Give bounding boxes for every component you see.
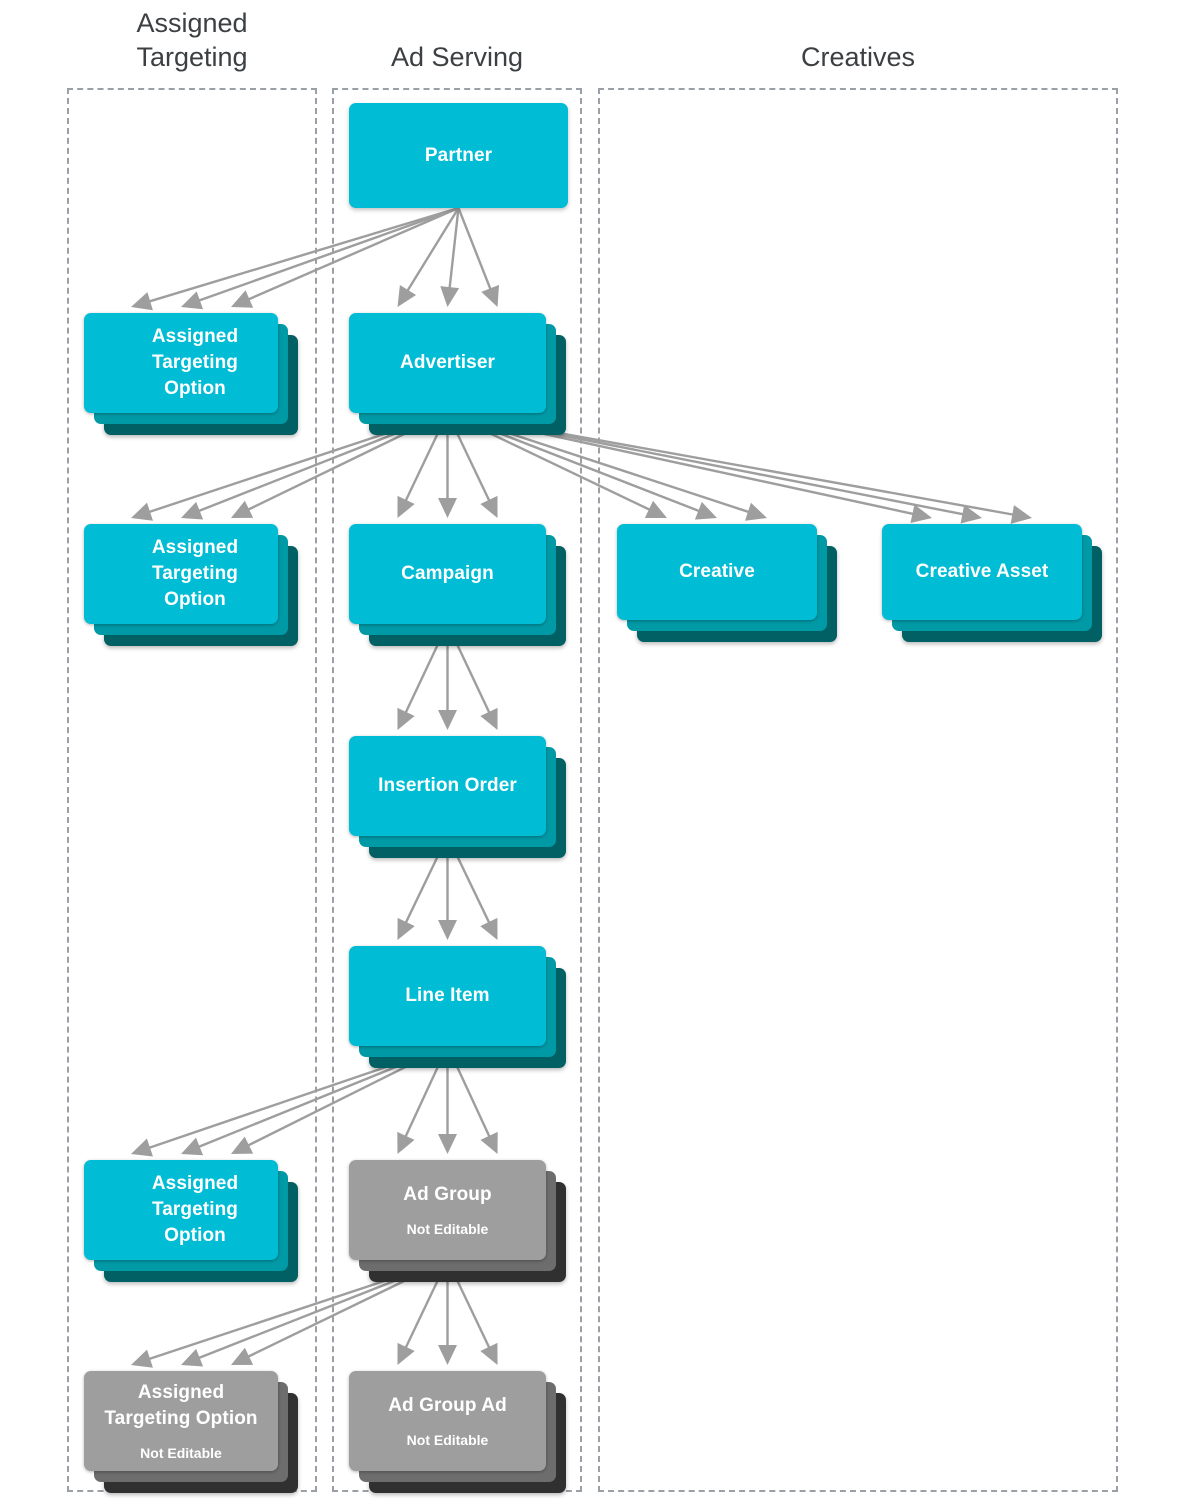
node-title: Insertion Order bbox=[378, 775, 517, 796]
lane-label-creatives: Creatives bbox=[800, 42, 916, 72]
lane-creatives bbox=[598, 88, 1118, 1492]
node-ad-group-ad[interactable]: Ad Group Ad Not Editable bbox=[349, 1371, 566, 1493]
node-creative[interactable]: Creative bbox=[617, 524, 837, 642]
node-campaign[interactable]: Campaign bbox=[349, 524, 566, 646]
node-subtitle: Not Editable bbox=[406, 1432, 489, 1448]
node-title: Line Item bbox=[405, 985, 490, 1006]
node-advertiser[interactable]: Advertiser bbox=[349, 313, 566, 435]
node-title: Creative Asset bbox=[915, 561, 1049, 582]
node-subtitle: Not Editable bbox=[140, 1445, 222, 1461]
node-face-advertiser: Advertiser bbox=[349, 313, 546, 413]
node-title: Ad Group Ad bbox=[388, 1395, 507, 1416]
node-face-partner: Partner bbox=[349, 103, 568, 208]
node-face-creative: Creative bbox=[617, 524, 817, 620]
node-title: Campaign bbox=[401, 563, 494, 584]
node-title: Assigned Targeting Option bbox=[151, 326, 239, 399]
node-face-ad-group-ad: Ad Group Ad Not Editable bbox=[349, 1371, 546, 1471]
node-insertion-order[interactable]: Insertion Order bbox=[349, 736, 566, 858]
node-title: Ad Group bbox=[403, 1184, 492, 1205]
node-face-assigned-targeting-option-advertiser: Assigned Targeting Option bbox=[84, 524, 278, 624]
node-line-item[interactable]: Line Item bbox=[349, 946, 566, 1068]
node-creative-asset[interactable]: Creative Asset bbox=[882, 524, 1102, 642]
node-title: Advertiser bbox=[400, 352, 495, 373]
node-title: Assigned Targeting Option bbox=[104, 1382, 258, 1429]
lane-label-ad-serving: Ad Serving bbox=[390, 42, 524, 72]
lane-label-assigned-targeting: Assigned Targeting bbox=[136, 8, 248, 72]
node-face-assigned-targeting-option-partner: Assigned Targeting Option bbox=[84, 313, 278, 413]
node-title: Assigned Targeting Option bbox=[151, 537, 239, 610]
node-face-assigned-targeting-option-line-item: Assigned Targeting Option bbox=[84, 1160, 278, 1260]
node-assigned-targeting-option-advertiser[interactable]: Assigned Targeting Option bbox=[84, 524, 298, 646]
node-assigned-targeting-option-partner[interactable]: Assigned Targeting Option bbox=[84, 313, 298, 435]
node-assigned-targeting-option-line-item[interactable]: Assigned Targeting Option bbox=[84, 1160, 298, 1282]
node-title: Creative bbox=[679, 561, 755, 582]
node-face-insertion-order: Insertion Order bbox=[349, 736, 546, 836]
node-partner[interactable]: Partner bbox=[349, 103, 568, 208]
node-face-line-item: Line Item bbox=[349, 946, 546, 1046]
node-subtitle: Not Editable bbox=[406, 1221, 489, 1237]
node-title: Partner bbox=[424, 144, 493, 166]
node-face-creative-asset: Creative Asset bbox=[882, 524, 1082, 620]
node-face-campaign: Campaign bbox=[349, 524, 546, 624]
node-title: Assigned Targeting Option bbox=[151, 1173, 239, 1246]
